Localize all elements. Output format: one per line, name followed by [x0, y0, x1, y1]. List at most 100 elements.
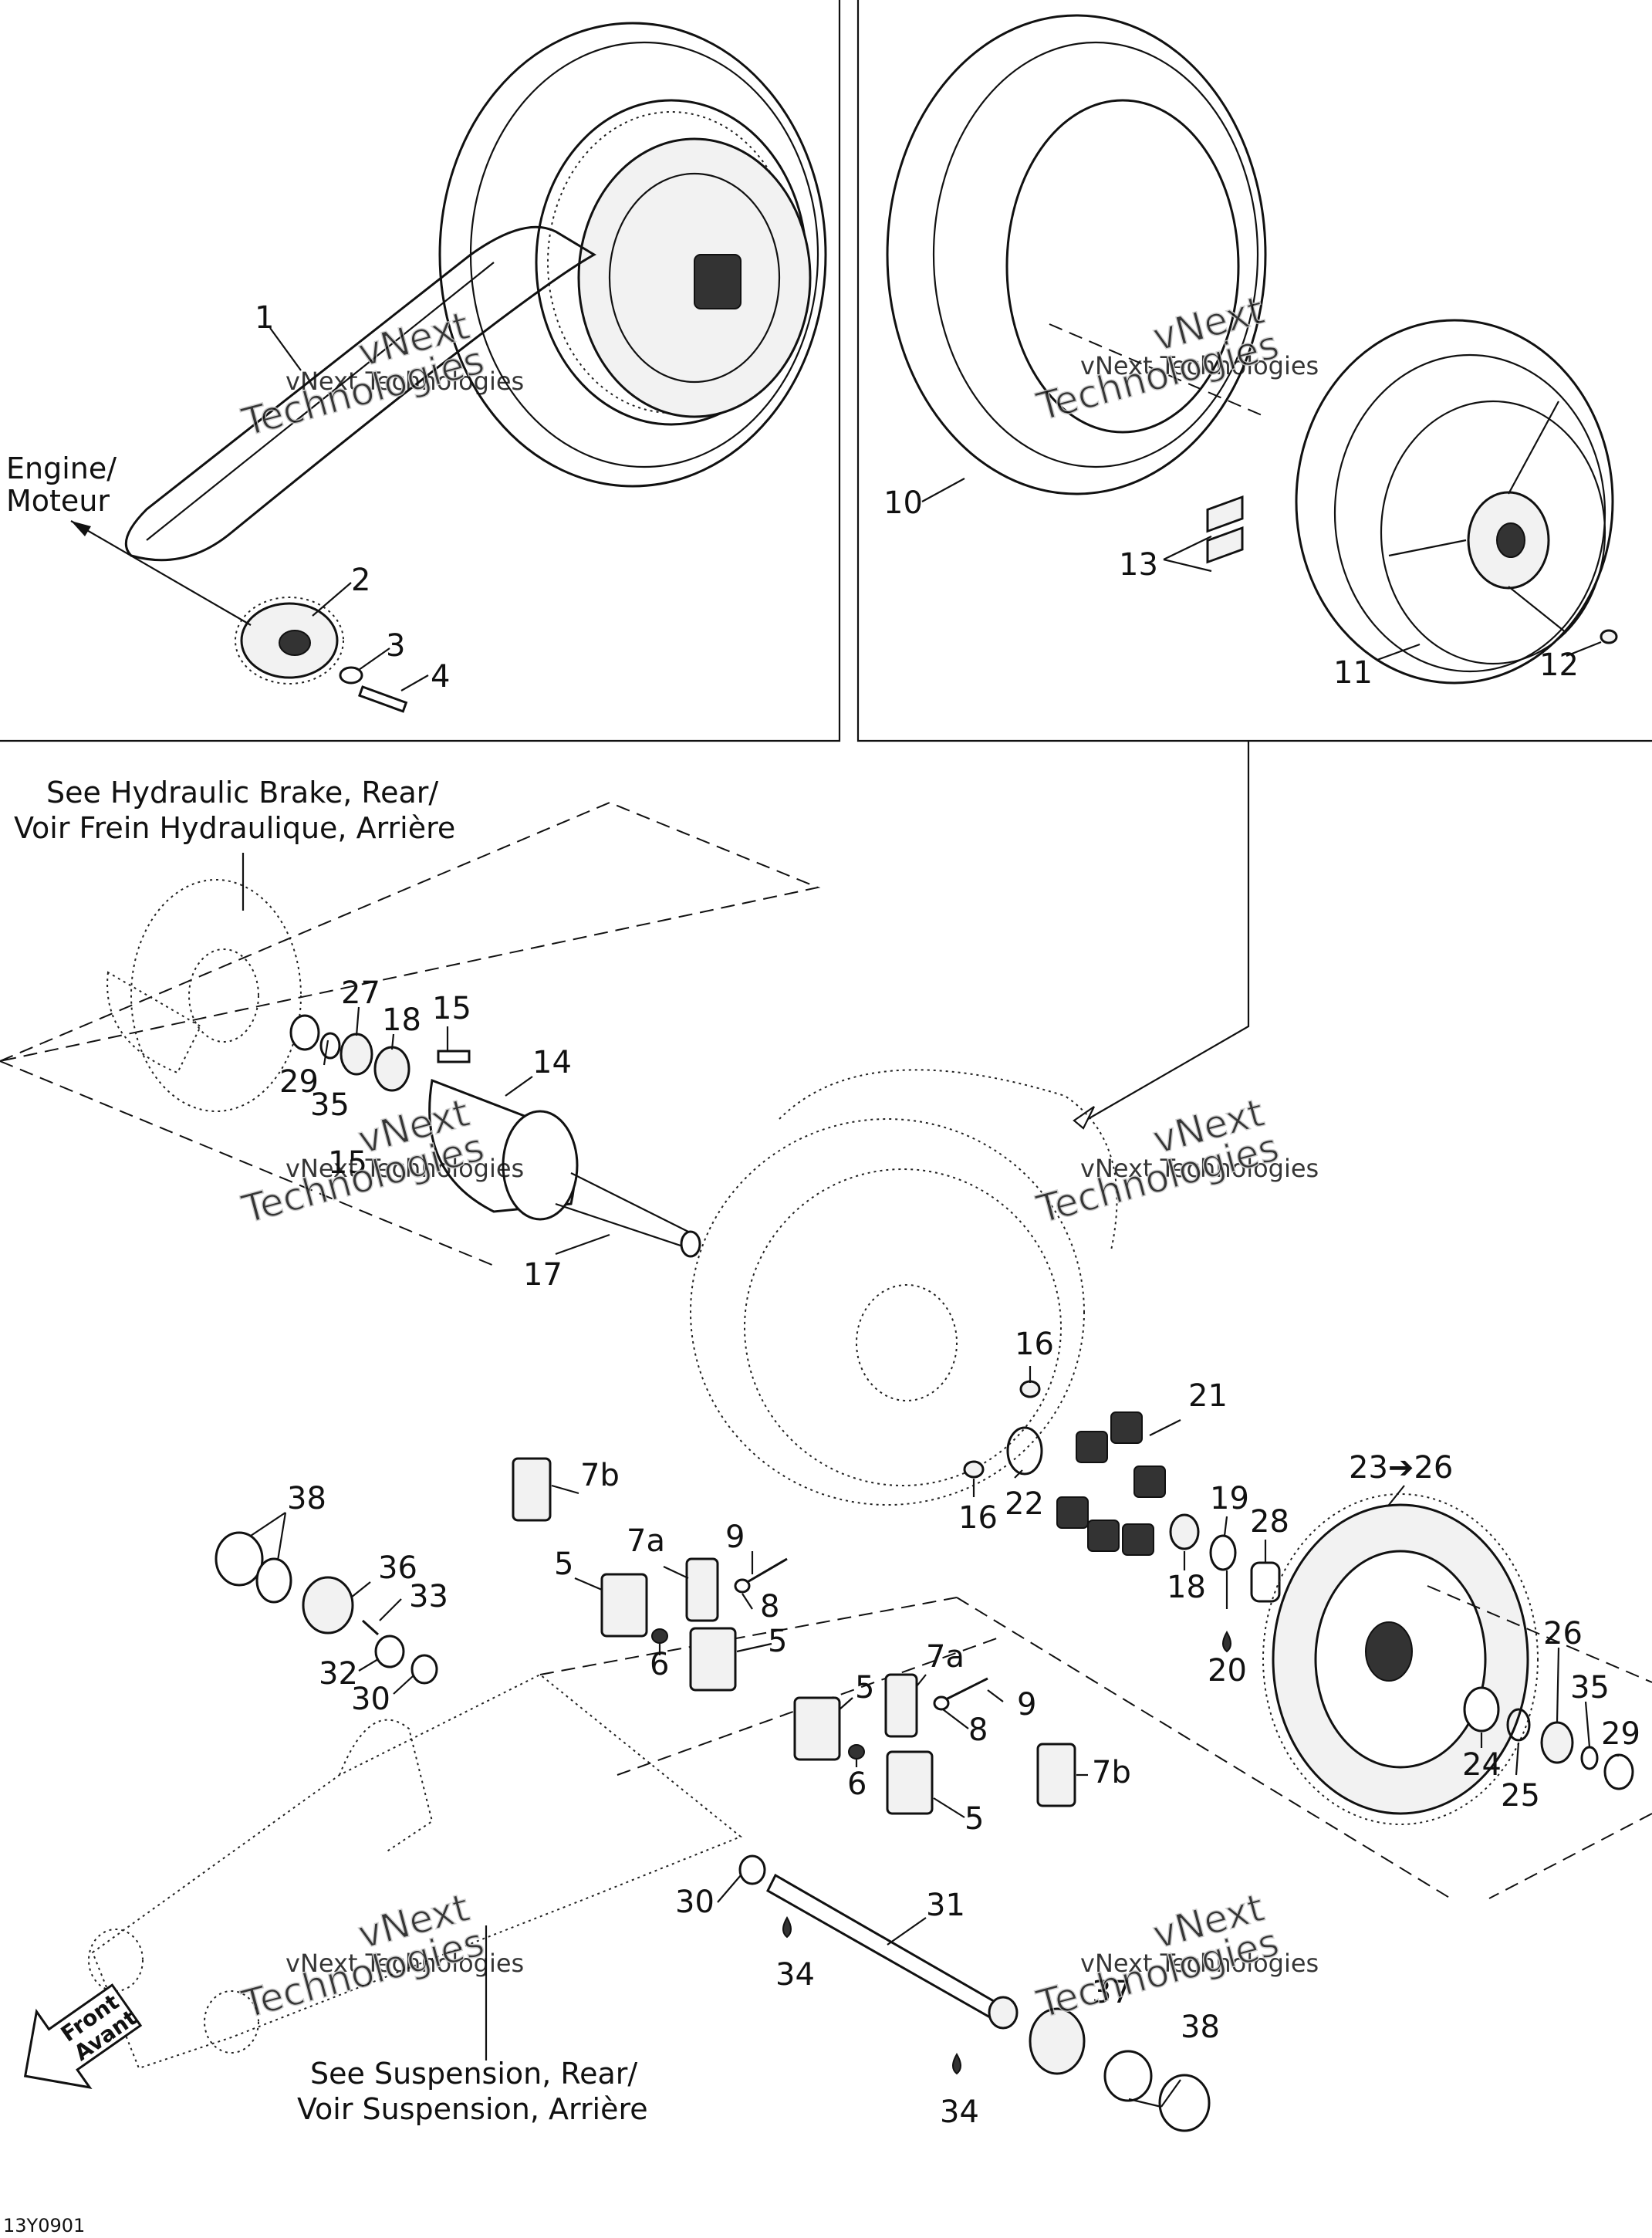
callout-17: 17: [523, 1257, 562, 1293]
drive-belt: [124, 225, 596, 562]
callout-12: 12: [1539, 647, 1579, 683]
washer-3: [339, 666, 363, 685]
grease-drop-34a: [782, 1916, 792, 1939]
callout-27: 27: [341, 975, 380, 1011]
callout-38b: 38: [1181, 2010, 1220, 2045]
rim-11: [1295, 319, 1614, 685]
watermark-text: vNext Technologies: [1080, 1949, 1319, 1978]
callout-36: 36: [378, 1550, 417, 1586]
callout-33: 33: [409, 1579, 448, 1614]
balance-weight-b: [1206, 526, 1244, 564]
block-5b: [689, 1627, 737, 1692]
engine-label-line1: Engine/: [6, 451, 117, 485]
o-ring-22: [1006, 1426, 1043, 1476]
hub-block: [694, 254, 742, 309]
callout-6a: 6: [650, 1647, 669, 1682]
adjuster-36: [302, 1576, 354, 1635]
callout-1: 1: [255, 300, 274, 336]
cap-38d: [1158, 2074, 1211, 2132]
callout-18b: 18: [1167, 1570, 1206, 1605]
front-direction-arrow: Front Avant: [23, 1983, 143, 2089]
callout-18a: 18: [382, 1002, 421, 1038]
ring-35b: [1580, 1746, 1599, 1770]
reference-labels: Engine/ Moteur See Hydraulic Brake, Rear…: [3, 451, 648, 2236]
callout-7a-upper: 7a: [627, 1523, 665, 1559]
washer-8b: [933, 1695, 950, 1711]
bolt-15: [437, 1050, 471, 1063]
callout-5c: 5: [855, 1670, 874, 1706]
callout-7b-upper: 7b: [580, 1458, 620, 1493]
callout-34a: 34: [775, 1957, 815, 1993]
callout-37: 37: [1092, 1975, 1131, 2010]
callout-9b: 9: [1017, 1687, 1036, 1722]
callout-29a: 29: [279, 1064, 319, 1100]
block-5d: [886, 1750, 934, 1815]
swing-arm-outline: [91, 1673, 742, 2070]
cap-38c: [1103, 2050, 1153, 2102]
washer-30a: [410, 1654, 438, 1685]
cap-38a: [215, 1531, 264, 1587]
tire-10: [886, 14, 1267, 495]
seal-27: [340, 1033, 373, 1076]
callout-24: 24: [1462, 1747, 1502, 1783]
callout-19: 19: [1210, 1481, 1249, 1516]
callout-2: 2: [351, 563, 370, 598]
callout-4: 4: [431, 659, 450, 695]
bolt-9b: [941, 1677, 988, 1703]
callout-34b: 34: [940, 2094, 979, 2130]
block-5a: [600, 1573, 648, 1638]
callout-6b: 6: [847, 1766, 867, 1802]
circlip-25: [1506, 1708, 1531, 1742]
callout-32: 32: [319, 1656, 358, 1692]
spacer-17: [680, 1230, 701, 1258]
valve-12: [1600, 629, 1618, 644]
rubber-dampers-21: [1056, 1411, 1166, 1556]
bolt-4: [357, 685, 408, 713]
sleeve-19: [1209, 1534, 1237, 1571]
leader-lines: [250, 327, 1619, 2108]
seal-26: [1540, 1721, 1574, 1764]
callout-16a: 16: [1015, 1327, 1054, 1362]
nut-37: [1029, 2007, 1086, 2075]
nut-29: [289, 1014, 320, 1051]
watermark-text: vNext Technologies: [285, 1949, 524, 1978]
brake-caliper: [106, 971, 202, 1074]
callout-35a: 35: [310, 1087, 350, 1123]
callout-7b-lower: 7b: [1092, 1755, 1131, 1790]
callout-14: 14: [532, 1045, 572, 1080]
axle-31: [766, 1873, 1005, 2023]
watermark-text: vNext Technologies: [285, 367, 524, 396]
bearing-18: [373, 1046, 410, 1092]
ring-35: [319, 1032, 341, 1060]
nut-32: [374, 1635, 405, 1668]
block-7b-upper: [512, 1457, 552, 1522]
engine-label-line2: Moteur: [6, 484, 110, 518]
callout-9a: 9: [725, 1520, 745, 1555]
panel-frames: [0, 0, 1652, 1130]
callout-29b: 29: [1601, 1716, 1640, 1752]
block-7b-lower: [1036, 1743, 1076, 1807]
callout-5b: 5: [768, 1624, 787, 1659]
callout-7a-lower: 7a: [926, 1639, 965, 1675]
callout-28: 28: [1250, 1504, 1289, 1540]
plate-7a-lower: [884, 1673, 918, 1738]
watermark-text: vNext Technologies: [285, 1154, 524, 1183]
watermark-text: vNext Technologies: [1080, 1154, 1319, 1183]
tire-rim-assembly: [886, 14, 1618, 685]
brake-disc: [130, 879, 302, 1112]
callout-11: 11: [1333, 655, 1373, 691]
washer-30b: [738, 1854, 766, 1885]
block-5c: [793, 1696, 841, 1761]
callout-26: 26: [1543, 1616, 1583, 1651]
rear-wheel-outline: [690, 1118, 1085, 1506]
callout-16b: 16: [958, 1500, 998, 1536]
callout-10: 10: [883, 485, 923, 521]
belt-drive-assembly: [70, 22, 827, 713]
callout-21: 21: [1188, 1378, 1228, 1414]
callout-38a: 38: [287, 1481, 326, 1516]
bearing-18b: [1169, 1513, 1200, 1550]
cap-38b: [255, 1557, 292, 1604]
callout-15b: 15: [328, 1145, 367, 1181]
callout-13: 13: [1119, 547, 1158, 583]
plate-7a-upper: [685, 1557, 719, 1622]
